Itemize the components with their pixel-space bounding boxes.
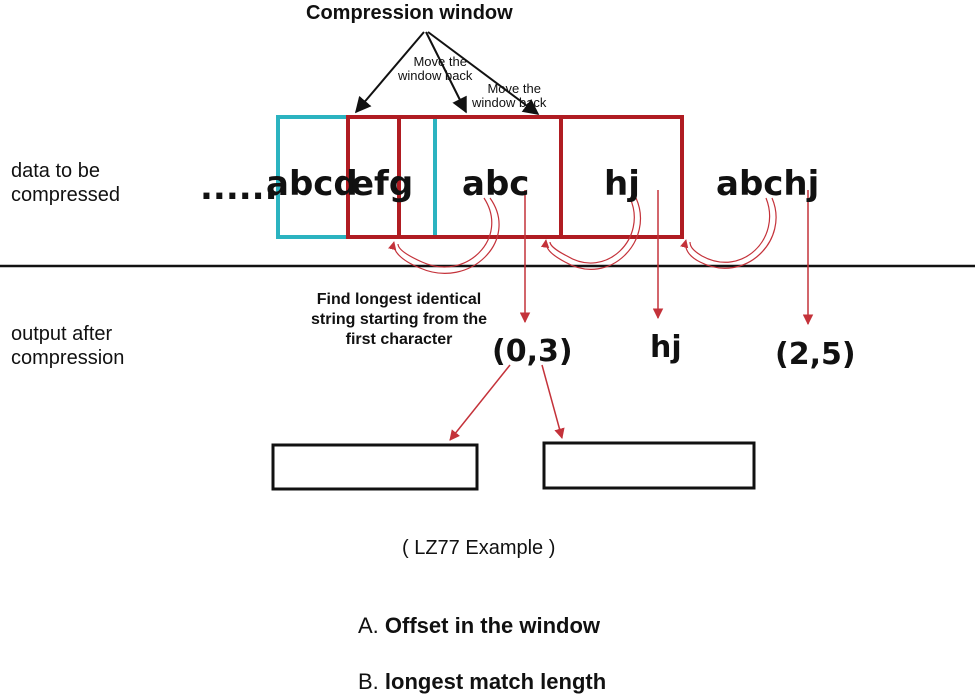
input-row-label: data to be compressed bbox=[11, 160, 120, 206]
output-row-label: output after compression bbox=[11, 323, 125, 369]
title-arrow-1 bbox=[354, 31, 425, 114]
sequence-segment-efg: efg bbox=[351, 164, 414, 204]
diagram-caption: ( LZ77 Example ) bbox=[402, 537, 556, 559]
output-token-2: hj bbox=[650, 330, 682, 365]
search-back-arrow-2 bbox=[540, 197, 642, 270]
title-arrow-2 bbox=[425, 31, 467, 114]
legend-text: longest match length bbox=[384, 669, 607, 694]
legend-letter: B. bbox=[358, 669, 379, 694]
compression-window-box bbox=[346, 115, 684, 239]
sequence-segment-abchj: abchj bbox=[716, 164, 820, 204]
offset-field-box bbox=[271, 443, 479, 491]
legend-item-b: B. longest match length bbox=[358, 669, 606, 695]
sequence-segment-abc: abc bbox=[462, 164, 530, 204]
offset-arrow bbox=[449, 364, 511, 441]
search-back-arrow-3 bbox=[680, 197, 777, 269]
output-token-1: (0,3) bbox=[492, 334, 573, 369]
sequence-ellipsis: ...... bbox=[200, 168, 278, 208]
move-back-note-1: Move the window back bbox=[398, 54, 473, 83]
output-token-3: (2,5) bbox=[775, 337, 856, 372]
move-back-note-2: Move the window back bbox=[472, 81, 547, 110]
search-back-arrow-1 bbox=[388, 197, 500, 274]
diagram-title: Compression window bbox=[306, 2, 513, 24]
length-arrow bbox=[541, 364, 565, 440]
legend-letter: A. bbox=[358, 613, 379, 638]
find-longest-note: Find longest identical string starting f… bbox=[310, 291, 487, 348]
legend-item-a: A. Offset in the window bbox=[358, 613, 600, 639]
sequence-segment-hj: hj bbox=[604, 164, 640, 204]
legend-text: Offset in the window bbox=[384, 613, 601, 638]
title-arrow-3 bbox=[427, 31, 540, 115]
sequence-segment-abcd: abcd bbox=[266, 164, 358, 204]
length-field-box bbox=[542, 441, 756, 490]
